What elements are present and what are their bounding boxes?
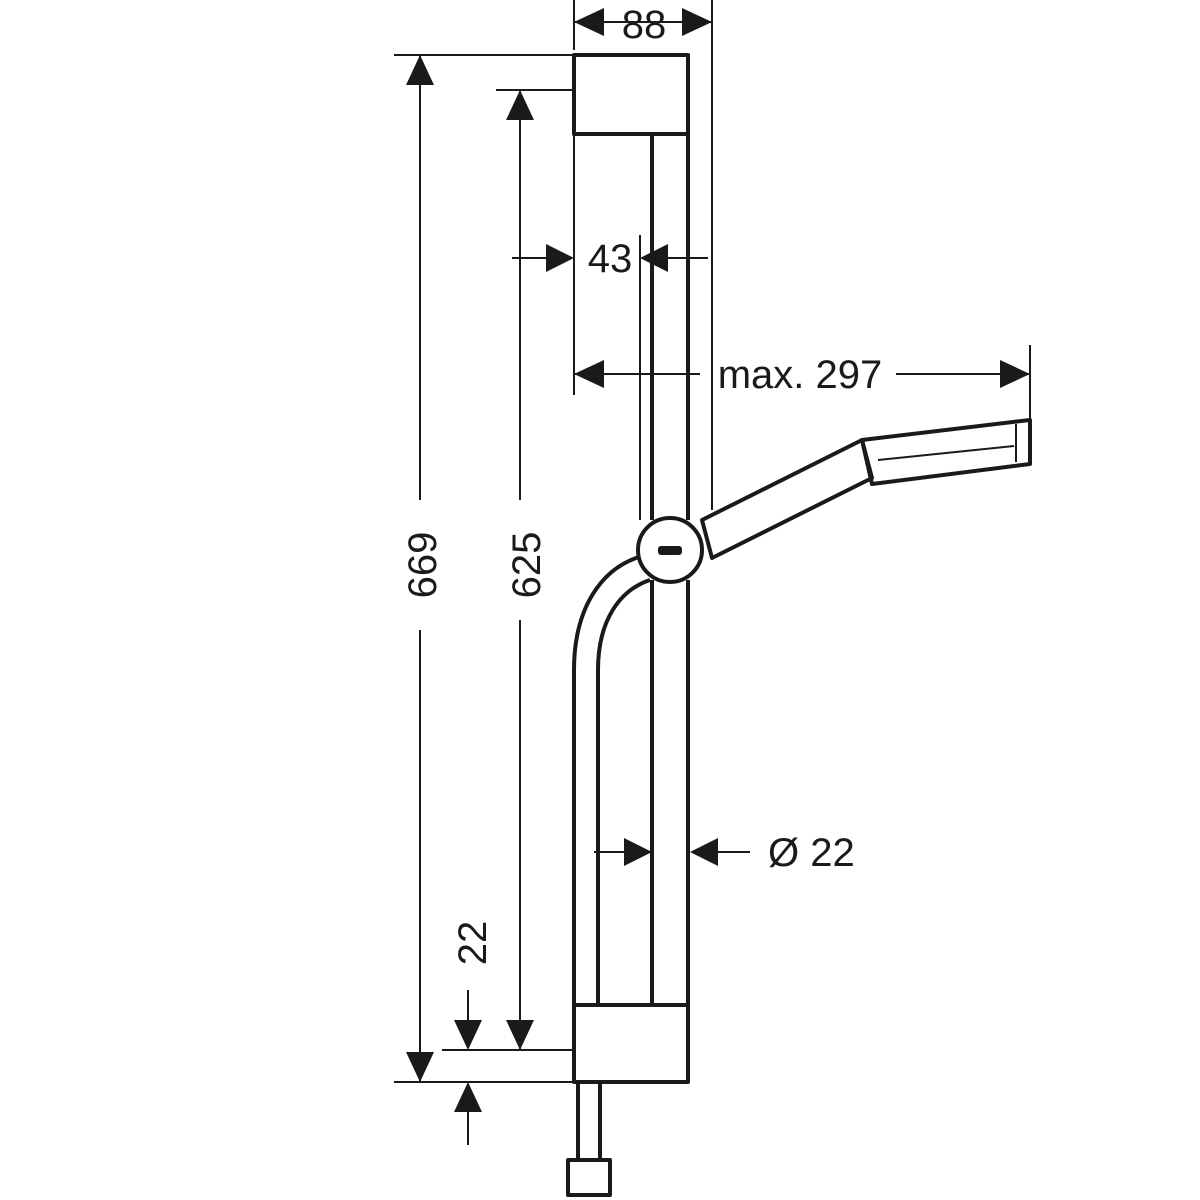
- hose-connector: [566, 1158, 612, 1197]
- dim-rail-diameter: Ø 22: [594, 831, 855, 875]
- dim-bracket-spacing: 625: [496, 89, 574, 1051]
- dim-max-projection: max. 297: [574, 0, 1031, 510]
- dim-bracket-depth: 43: [512, 134, 708, 520]
- shower-hose: [572, 554, 651, 1005]
- dim-bottom-offset: 22: [442, 921, 574, 1145]
- dim-label-max-projection: max. 297: [718, 353, 883, 397]
- slider-button: [658, 546, 682, 555]
- dim-label-total-height: 669: [401, 532, 445, 599]
- bottom-wall-bracket: [572, 1003, 690, 1084]
- hand-shower-face: [877, 424, 1017, 462]
- dim-label-bracket-depth: 43: [588, 237, 633, 281]
- hand-shower-handle: [700, 438, 874, 560]
- hand-shower-head: [860, 418, 1032, 486]
- dim-label-bottom-offset: 22: [451, 921, 495, 966]
- dim-label-rail-diameter: Ø 22: [768, 831, 855, 875]
- dim-label-top-width: 88: [622, 3, 667, 47]
- dim-label-bracket-spacing: 625: [505, 532, 549, 599]
- dim-top-width: 88: [573, 0, 713, 50]
- hose-outlet: [576, 1082, 602, 1160]
- vertical-rail: [650, 134, 690, 1005]
- top-wall-bracket: [572, 53, 690, 136]
- shower-rail-assembly: [566, 53, 1032, 1197]
- dim-total-height: 669: [394, 54, 574, 1083]
